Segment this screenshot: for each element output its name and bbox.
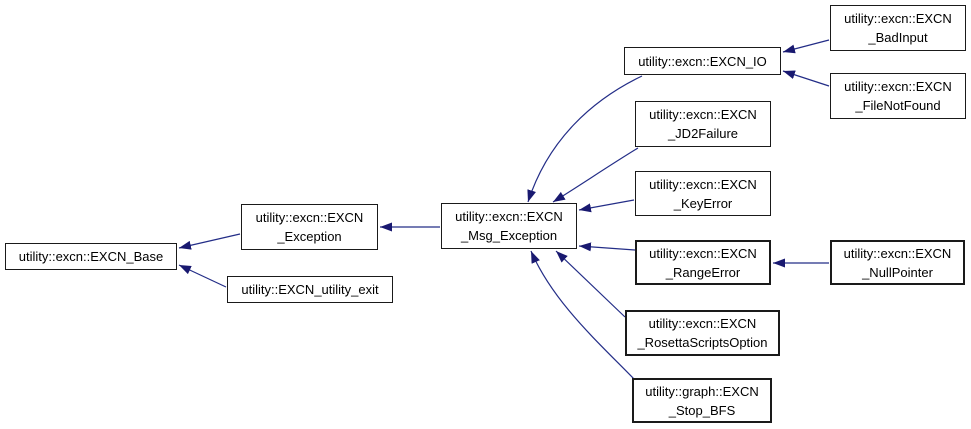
- node-excn-null-pointer[interactable]: utility::excn::EXCN _NullPointer: [830, 240, 965, 285]
- node-excn-jd2-failure[interactable]: utility::excn::EXCN _JD2Failure: [635, 101, 771, 147]
- node-excn-io[interactable]: utility::excn::EXCN_IO: [624, 47, 781, 75]
- node-excn-file-not-found[interactable]: utility::excn::EXCN _FileNotFound: [830, 73, 966, 119]
- node-excn-rosetta-scripts-option[interactable]: utility::excn::EXCN _RosettaScriptsOptio…: [625, 310, 780, 356]
- edge-key-error-to-msg-exception: [578, 199, 635, 213]
- edge-rosetta-scripts-option-to-msg-exception: [555, 250, 626, 318]
- edge-jd2-failure-to-msg-exception: [552, 147, 639, 203]
- edge-stop-bfs-to-msg-exception: [530, 250, 635, 380]
- edge-bad-input-to-io: [782, 39, 830, 54]
- edge-exception-to-base: [178, 233, 241, 250]
- edge-io-to-msg-exception: [527, 75, 643, 203]
- node-excn-utility-exit[interactable]: utility::EXCN_utility_exit: [227, 276, 393, 303]
- node-excn-base[interactable]: utility::excn::EXCN_Base: [5, 243, 177, 270]
- node-excn-range-error[interactable]: utility::excn::EXCN _RangeError: [635, 240, 771, 285]
- node-excn-bad-input[interactable]: utility::excn::EXCN _BadInput: [830, 5, 966, 51]
- node-graph-excn-stop-bfs[interactable]: utility::graph::EXCN _Stop_BFS: [632, 378, 772, 423]
- edge-utility-exit-to-base: [178, 264, 227, 288]
- node-excn-exception[interactable]: utility::excn::EXCN _Exception: [241, 204, 378, 250]
- edge-file-not-found-to-io: [782, 70, 830, 87]
- node-excn-msg-exception[interactable]: utility::excn::EXCN _Msg_Exception: [441, 203, 577, 249]
- edge-range-error-to-msg-exception: [578, 242, 636, 252]
- node-excn-key-error[interactable]: utility::excn::EXCN _KeyError: [635, 171, 771, 216]
